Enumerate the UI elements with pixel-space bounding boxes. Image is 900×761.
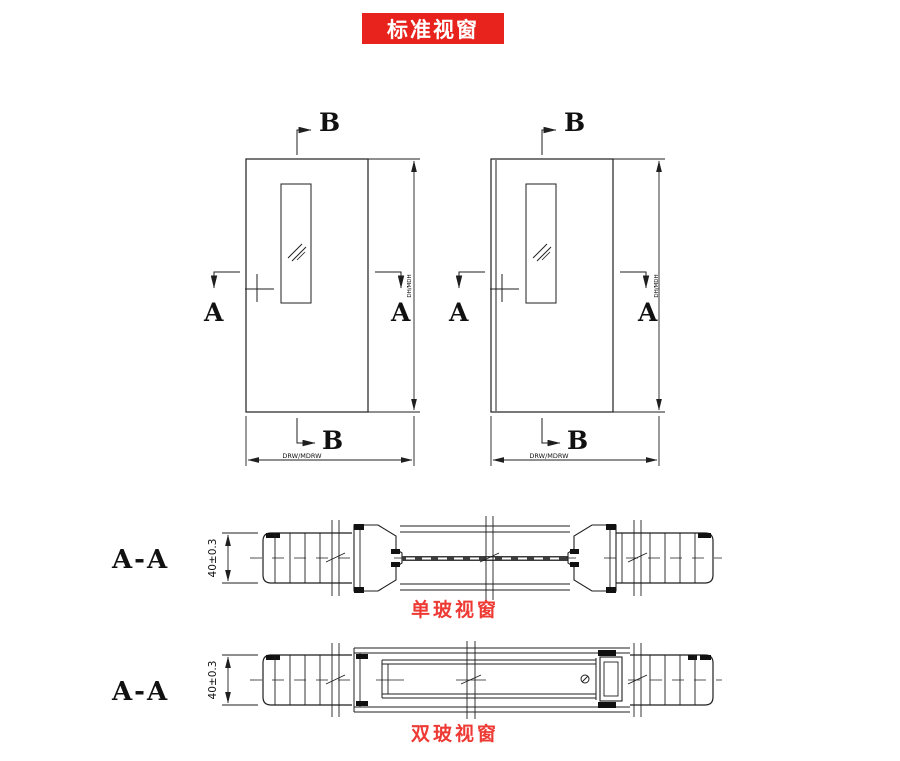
- right-door-elevation: B B A A DRW/MDRW DH/MDH: [448, 108, 665, 466]
- right-door-section-a-right-label: A: [637, 298, 658, 327]
- section-double-glass: A-A 40±0.3: [111, 641, 722, 719]
- left-door-section-b-bottom-label: B: [322, 426, 343, 455]
- title-banner: 标准视窗: [362, 13, 504, 44]
- section2-thickness-dim: 40±0.3: [207, 661, 219, 700]
- section2-cut-label: A-A: [111, 677, 169, 707]
- left-door-width-dim-label: DRW/MDRW: [282, 452, 322, 460]
- double-glass-caption: 双玻视窗: [410, 723, 499, 745]
- section-single-glass: A-A 40±0.3: [111, 516, 722, 600]
- right-door-width-dim-label: DRW/MDRW: [529, 452, 569, 460]
- right-door-section-a-left-label: A: [448, 298, 469, 327]
- right-door-section-b-bottom-label: B: [567, 426, 588, 455]
- single-glass-caption: 单玻视窗: [410, 599, 499, 621]
- left-door-section-a-right-label: A: [390, 298, 411, 327]
- left-door-height-dim-label: DH/MDH: [407, 274, 413, 297]
- page-title: 标准视窗: [387, 17, 479, 42]
- left-door-section-a-left-label: A: [203, 298, 224, 327]
- section1-cut-label: A-A: [111, 545, 169, 575]
- left-door-section-b-top-label: B: [319, 108, 340, 137]
- right-door-height-dim-label: DH/MDH: [654, 274, 660, 297]
- left-door-elevation: B B A A DRW/MDRW DH/MDH: [203, 108, 420, 466]
- section1-thickness-dim: 40±0.3: [207, 539, 219, 578]
- right-door-section-b-top-label: B: [564, 108, 585, 137]
